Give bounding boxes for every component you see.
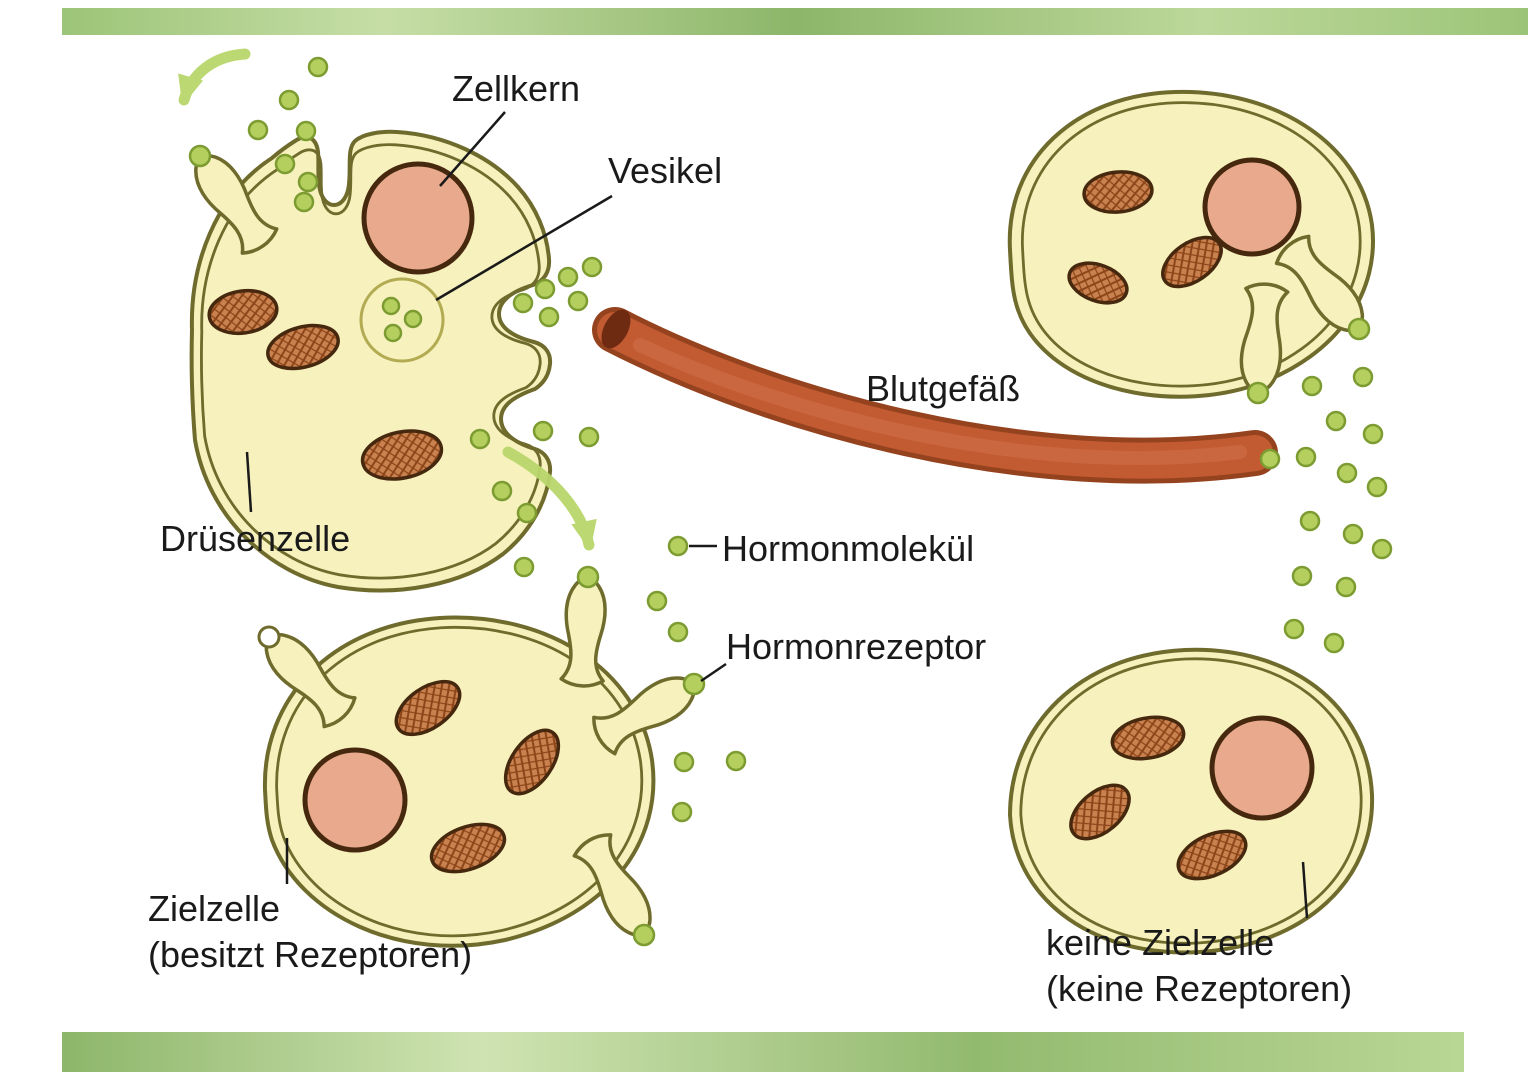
bound-hormone-molecule xyxy=(682,672,706,696)
cell-top-right-mitochondria xyxy=(1067,170,1223,305)
label-hormonmolekuel: Hormonmolekül xyxy=(722,528,975,569)
label-zielzelle: Zielzelle (besitzt Rezeptoren) xyxy=(148,886,472,978)
label-zielzelle-line2: (besitzt Rezeptoren) xyxy=(148,934,473,976)
secretion-arrow-top xyxy=(178,48,251,106)
gland-cell xyxy=(182,129,553,593)
empty-receptor-cup xyxy=(257,625,281,649)
label-vesikel: Vesikel xyxy=(608,150,723,191)
top-border-bar xyxy=(62,8,1528,35)
zellkern-pointer-line xyxy=(439,111,506,187)
vesikel-pointer-line xyxy=(435,194,613,302)
hormonrezeptor-pointer-line xyxy=(700,662,727,683)
flow-arrows xyxy=(178,48,597,551)
non-target-cell-nucleus xyxy=(1209,715,1315,821)
keine-zielzelle-pointer-line xyxy=(1301,861,1309,919)
bound-hormone-molecule xyxy=(576,565,600,589)
target-cell xyxy=(253,565,706,948)
label-keine-zielzelle-line2: (keine Rezeptoren) xyxy=(1046,968,1353,1010)
cell-top-right-nucleus xyxy=(1202,157,1302,257)
blood-vessel xyxy=(592,307,1278,484)
label-blutgefaess: Blutgefäß xyxy=(866,368,1021,409)
gland-cell-nucleus xyxy=(361,161,475,275)
non-target-cell-mitochondria xyxy=(1069,715,1248,881)
label-zielzelle-line1: Zielzelle xyxy=(148,888,281,929)
vesicle xyxy=(359,277,445,363)
non-target-cell xyxy=(1008,647,1375,955)
target-cell-mitochondria xyxy=(394,679,561,874)
bound-hormone-molecule xyxy=(1347,317,1371,341)
label-keine-zielzelle: keine Zielzelle (keine Rezeptoren) xyxy=(1046,920,1352,1012)
hormone-molecules xyxy=(247,56,1393,823)
secretion-arrow-mid xyxy=(502,446,597,551)
cell-top-right xyxy=(1007,89,1376,405)
bottom-border-bar xyxy=(62,1032,1464,1072)
bound-hormone-molecule xyxy=(632,923,656,947)
label-keine-zielzelle-line1: keine Zielzelle xyxy=(1046,922,1275,963)
druesenzelle-pointer-line xyxy=(245,451,253,513)
target-cell-nucleus xyxy=(302,747,408,853)
bound-hormone-molecule xyxy=(188,144,212,168)
label-druesenzelle: Drüsenzelle xyxy=(160,518,351,559)
vessel-opening xyxy=(601,309,631,349)
label-lines xyxy=(245,111,1309,919)
label-zellkern: Zellkern xyxy=(452,68,581,109)
hormone-legend-dot xyxy=(667,535,689,557)
bound-hormone-molecule xyxy=(1246,381,1270,405)
gland-cell-mitochondria xyxy=(207,288,444,481)
label-hormonrezeptor: Hormonrezeptor xyxy=(726,626,987,667)
